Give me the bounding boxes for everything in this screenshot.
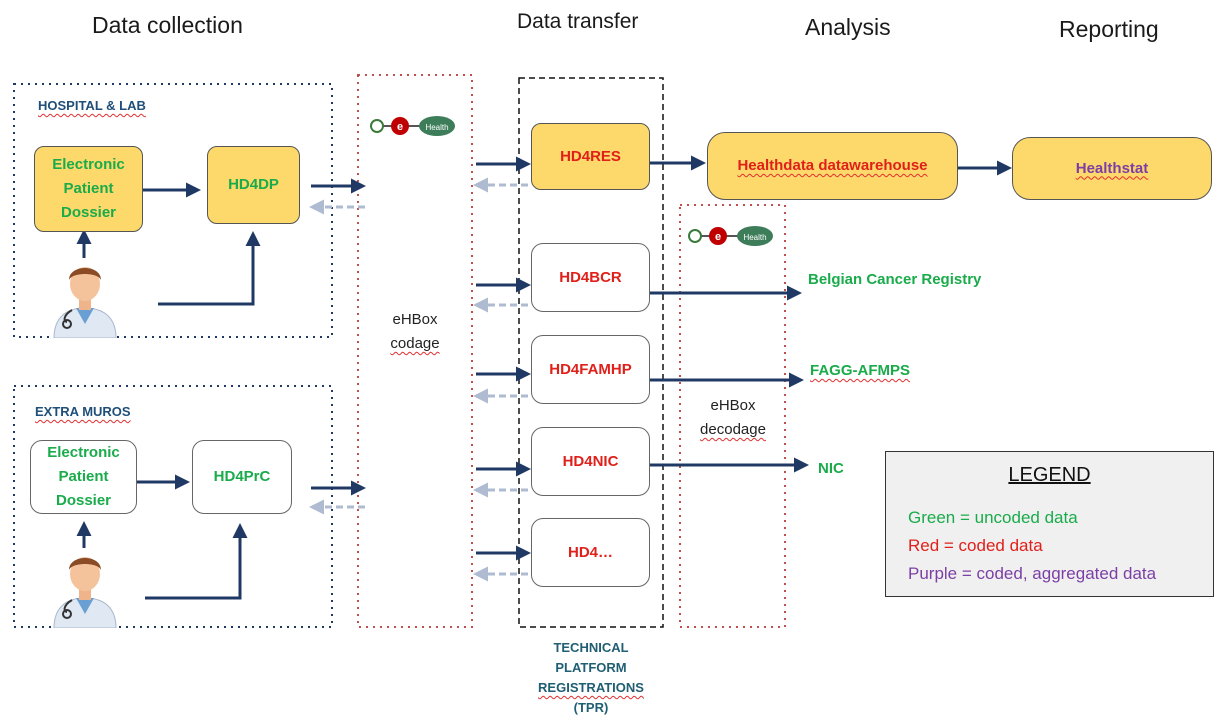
box-hd4nic[interactable]: HD4NIC — [531, 427, 650, 496]
box-hd4prc[interactable]: HD4PrC — [192, 440, 292, 514]
legend: LEGEND Green = uncoded data Red = coded … — [885, 451, 1214, 597]
box-hd4famhp[interactable]: HD4FAMHP — [531, 335, 650, 404]
ehealth-logo-icon: e Health — [370, 116, 455, 136]
box-healthdata-warehouse[interactable]: Healthdata datawarehouse — [707, 132, 958, 200]
dest-belgian-cancer-registry: Belgian Cancer Registry — [808, 271, 982, 288]
doctor-icon — [53, 267, 117, 338]
arrow-doctor-to-hd4dp — [158, 231, 261, 306]
dest-fagg-afmps: FAGG-AFMPS — [810, 362, 910, 379]
header-data-transfer: Data transfer — [517, 10, 639, 33]
zone-tpr — [518, 77, 664, 628]
ehealth-logo-icon: e Health — [688, 226, 773, 246]
box-healthstat[interactable]: Healthstat — [1012, 137, 1212, 200]
header-analysis: Analysis — [805, 14, 891, 40]
zone-label-hospital: HOSPITAL & LAB — [38, 98, 146, 113]
header-data-collection: Data collection — [92, 12, 243, 38]
box-hd4res[interactable]: HD4RES — [531, 123, 650, 190]
svg-text:e: e — [715, 231, 721, 243]
doctor-icon — [53, 557, 117, 628]
legend-title: LEGEND — [1008, 464, 1091, 486]
zone-ehbox-codage — [357, 74, 473, 628]
legend-red: Red = coded data — [908, 536, 1043, 555]
svg-text:e: e — [397, 121, 403, 133]
ehbox-codage-label: eHBox codage — [390, 311, 440, 352]
zone-label-extra-muros: EXTRA MUROS — [35, 404, 131, 419]
zone-ehbox-decodage — [679, 204, 786, 628]
tpr-caption: TECHNICAL PLATFORM REGISTRATIONS (TPR) — [538, 640, 644, 715]
legend-purple: Purple = coded, aggregated data — [908, 564, 1157, 583]
dest-nic: NIC — [818, 460, 844, 477]
box-epd-extra[interactable]: Electronic Patient Dossier — [30, 440, 137, 514]
box-hd4-more[interactable]: HD4… — [531, 518, 650, 587]
box-hd4dp[interactable]: HD4DP — [207, 146, 300, 224]
box-epd-hospital[interactable]: Electronic Patient Dossier — [34, 146, 143, 232]
ehbox-decodage-label: eHBox decodage — [700, 397, 766, 438]
header-reporting: Reporting — [1059, 16, 1159, 42]
arrow-doctor-to-hd4prc — [145, 523, 248, 600]
svg-text:Health: Health — [425, 123, 448, 132]
zone-hospital-lab — [13, 83, 333, 338]
svg-text:Health: Health — [743, 233, 766, 242]
box-hd4bcr[interactable]: HD4BCR — [531, 243, 650, 312]
legend-green: Green = uncoded data — [908, 508, 1078, 527]
